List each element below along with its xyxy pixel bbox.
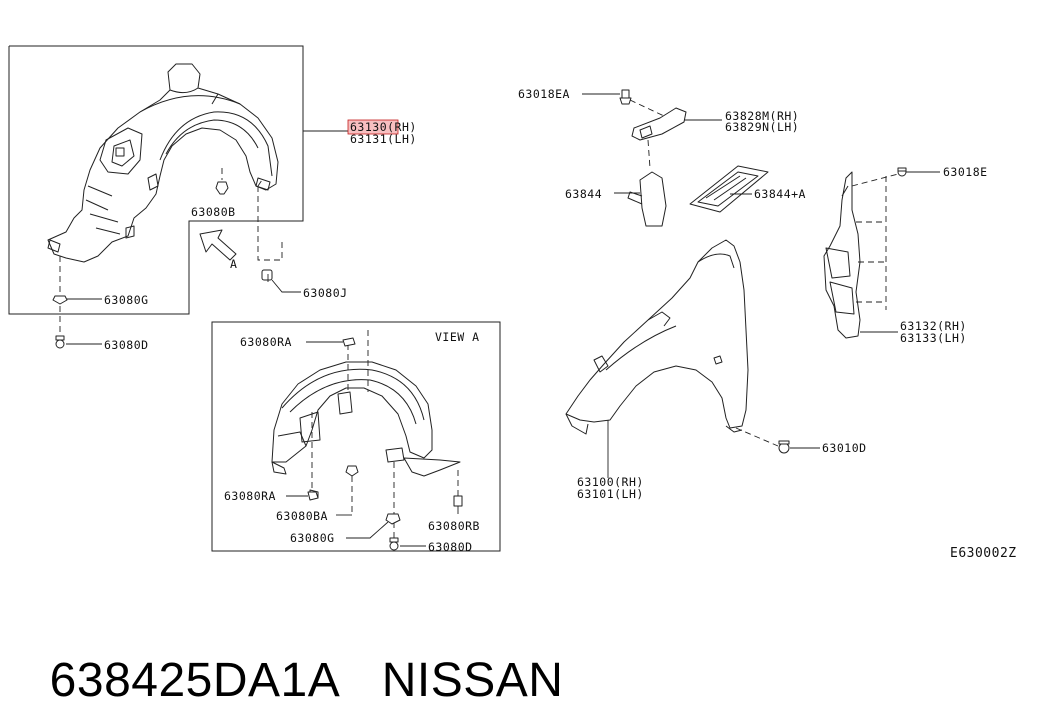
callout-63131-lh: 63131(LH) <box>350 132 417 146</box>
view-a-title: VIEW A <box>435 330 480 344</box>
front-wheel-housing-part[interactable] <box>47 63 279 263</box>
clip-63080g[interactable] <box>52 295 68 305</box>
clip-63080b[interactable] <box>215 181 229 195</box>
callout-63010d: 63010D <box>822 441 867 455</box>
clip-63080ra-top[interactable] <box>342 337 356 347</box>
seal-63844[interactable] <box>627 171 667 227</box>
callout-63130-rh: 63130(RH) <box>350 120 417 134</box>
callout-63018e: 63018E <box>943 165 988 179</box>
callout-63080d-view: 63080D <box>428 540 473 554</box>
callout-63829n: 63829N(LH) <box>725 120 799 134</box>
callout-63080j: 63080J <box>303 286 348 300</box>
callout-63018ea: 63018EA <box>518 87 570 101</box>
callout-63133: 63133(LH) <box>900 331 967 345</box>
seal-63844a[interactable] <box>689 165 769 213</box>
callout-63100: 63100(RH) <box>577 475 644 489</box>
housing-box-outline <box>8 45 304 315</box>
view-arrow-letter: A <box>230 257 237 271</box>
callout-63844a: 63844+A <box>754 187 806 201</box>
callout-63080b: 63080B <box>191 205 236 219</box>
callout-63080ra-top: 63080RA <box>240 335 292 349</box>
callout-63080g: 63080G <box>104 293 149 307</box>
view-a-arrow-icon <box>199 229 237 261</box>
view-a-housing-part[interactable] <box>271 361 461 499</box>
bracket-63828m[interactable] <box>631 107 687 141</box>
callout-63844: 63844 <box>565 187 602 201</box>
fender-protector-63132[interactable] <box>823 171 861 339</box>
clip-63080rb[interactable] <box>453 495 463 514</box>
footer-part-number: 638425DA1A <box>49 654 341 707</box>
callout-63080g-view: 63080G <box>290 531 335 545</box>
callout-63080d: 63080D <box>104 338 149 352</box>
clip-63080j[interactable] <box>261 269 273 282</box>
clip-63018e[interactable] <box>897 167 907 177</box>
clip-63080ba[interactable] <box>345 465 359 477</box>
clip-63010d[interactable] <box>778 440 790 454</box>
clip-63080g-view[interactable] <box>385 513 401 525</box>
callout-63828m: 63828M(RH) <box>725 109 799 123</box>
parts-diagram: 63080B 63080J A 63080G 63080D 63130(RH) … <box>8 45 1017 561</box>
clip-63080ra-bottom[interactable] <box>307 491 319 501</box>
footer-brand: NISSAN <box>381 654 564 707</box>
diagram-code: E630002Z <box>950 546 1017 561</box>
clip-63018ea[interactable] <box>619 89 632 105</box>
callout-63080ra-bottom: 63080RA <box>224 489 276 503</box>
footer-caption: 638425DA1A NISSAN <box>22 598 563 708</box>
callout-63080ba: 63080BA <box>276 509 328 523</box>
clip-63080d[interactable] <box>55 335 65 349</box>
highlight-63130 <box>347 119 399 135</box>
callout-63080rb: 63080RB <box>428 519 480 533</box>
clip-63080d-view[interactable] <box>389 537 399 551</box>
view-a-box <box>211 321 501 552</box>
callout-63101: 63101(LH) <box>577 487 644 501</box>
callout-63132: 63132(RH) <box>900 319 967 333</box>
front-fender-63100[interactable] <box>565 239 749 435</box>
